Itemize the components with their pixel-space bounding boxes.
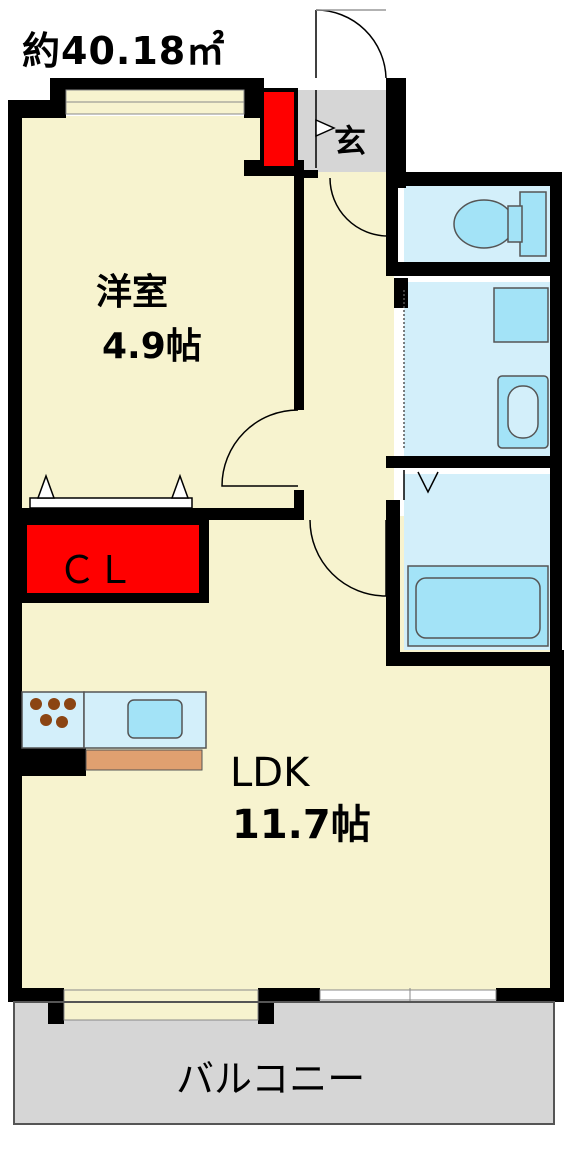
front-door-swing (315, 9, 387, 79)
closet-label: ＣＬ (58, 548, 134, 592)
toilet-fixture (453, 191, 547, 257)
floor-area-label: 約40.18㎡ (22, 29, 226, 73)
balcony-railing (13, 1001, 555, 1125)
kitchen (21, 691, 207, 771)
balcony-floor (14, 1002, 554, 1124)
bathtub (407, 565, 549, 647)
ldk-door-swing (309, 519, 387, 597)
closet (17, 515, 209, 603)
closet-doors (29, 473, 193, 509)
western-room-name: 洋室 (96, 272, 168, 313)
toilet-door-swing (329, 177, 389, 237)
kitchen-sink (127, 699, 183, 739)
counter-edge (85, 749, 203, 771)
ldk-name: LDK (230, 750, 311, 796)
balcony-label: バルコニー (176, 1057, 365, 1101)
walls (8, 78, 564, 1024)
ldk-size: 11.7帖 (232, 802, 371, 848)
washroom-door (403, 470, 439, 500)
doors (221, 9, 439, 597)
western-room-size: 4.9帖 (102, 326, 202, 367)
shoe-storage (260, 88, 298, 170)
entrance-label: 玄 (334, 122, 366, 160)
washing-machine-pan (493, 287, 549, 343)
ldk-window (63, 989, 259, 1021)
western-room-door-swing (221, 409, 299, 487)
washroom-fixtures (493, 287, 549, 449)
western-room-floor (20, 116, 298, 516)
hallway-floor (298, 170, 394, 516)
balcony-sliding-door (319, 989, 497, 1001)
